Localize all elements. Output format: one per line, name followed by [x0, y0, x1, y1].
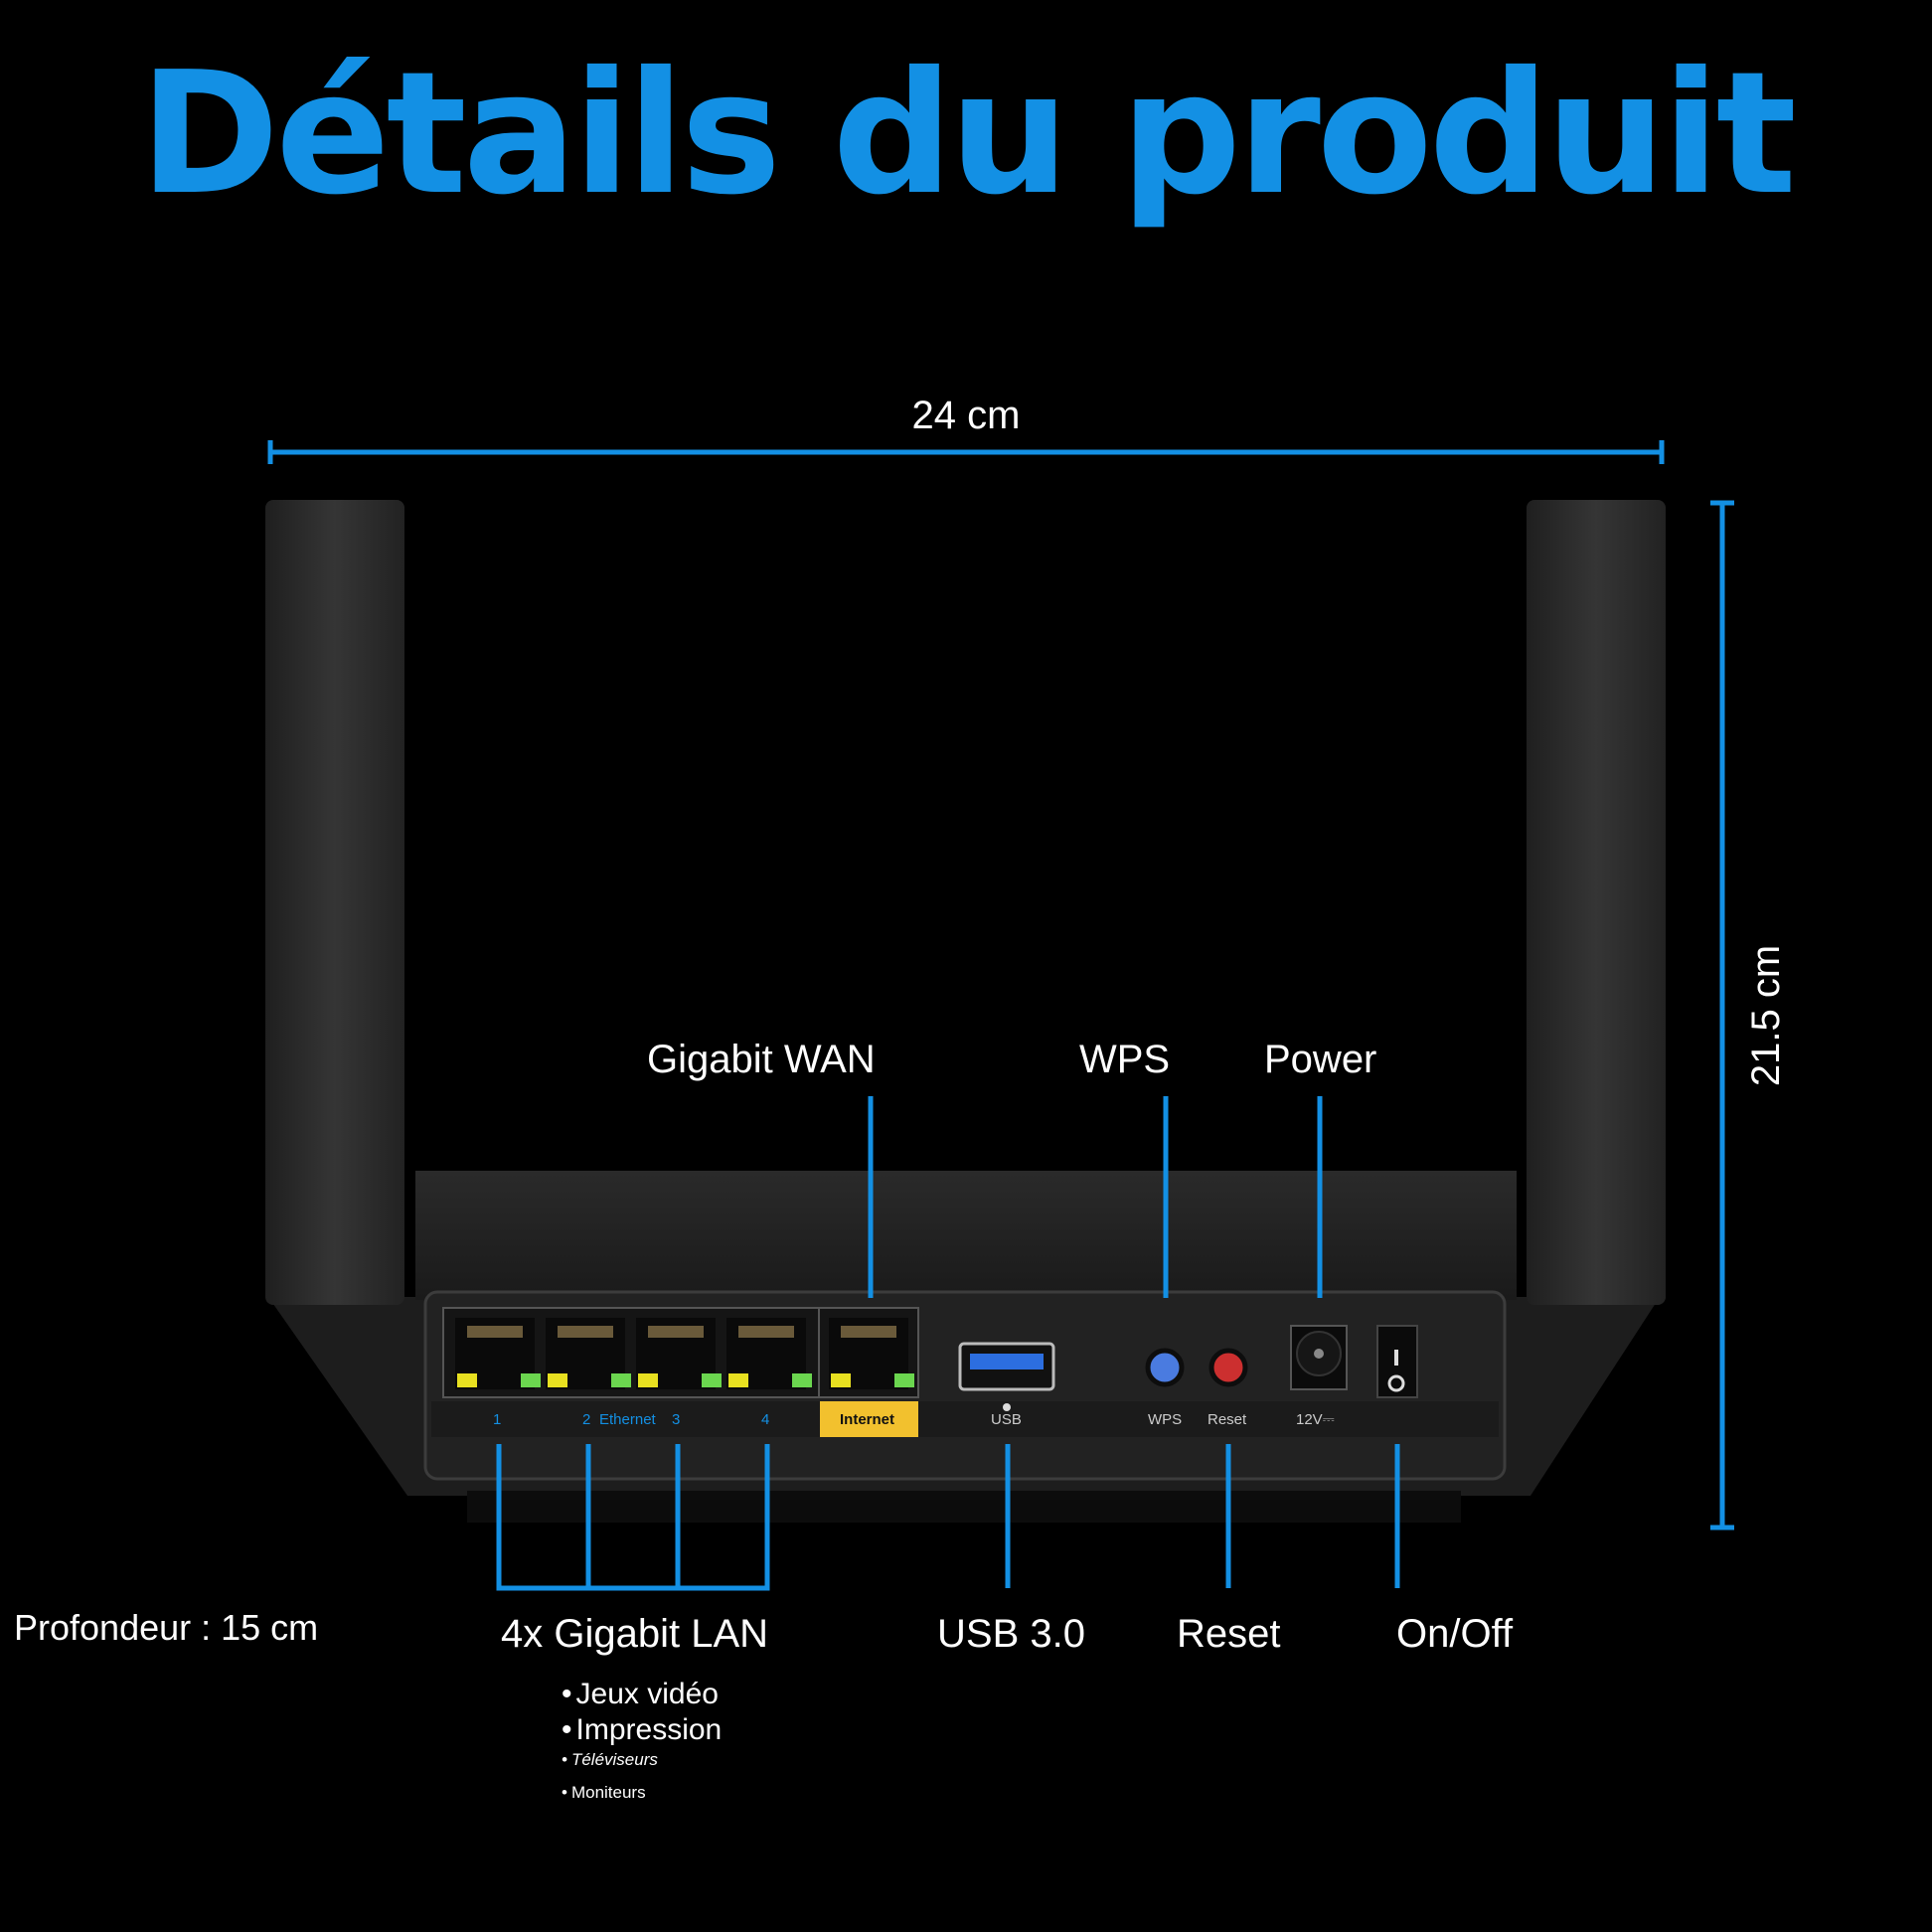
lan-use-item: Jeux vidéo: [562, 1680, 722, 1709]
panel-label-strip: [431, 1401, 1499, 1437]
panel-port-2-label: 2: [582, 1411, 591, 1428]
lan-uses-list: Jeux vidéo Impression Téléviseurs Monite…: [562, 1680, 723, 1802]
depth-label: Profondeur : 15 cm: [14, 1607, 319, 1648]
lan-use-item: Impression: [562, 1715, 723, 1745]
onoff-callout: On/Off: [1396, 1612, 1514, 1656]
lan-port-3: [636, 1318, 722, 1389]
lan-bracket-line: [496, 1444, 770, 1591]
reset-button: [1208, 1348, 1248, 1387]
wps-button: [1145, 1348, 1185, 1387]
panel-port-1-label: 1: [493, 1411, 502, 1428]
callout-lines: [496, 1096, 1400, 1591]
reset-callout: Reset: [1177, 1612, 1281, 1656]
height-dimension-line: [1710, 500, 1734, 1530]
lan-use-item: Moniteurs: [562, 1784, 722, 1801]
power-jack: [1290, 1325, 1348, 1390]
wan-port: [818, 1307, 919, 1398]
lan-port-4: [726, 1318, 812, 1389]
width-label: 24 cm: [911, 394, 1021, 437]
panel-usb-label: USB: [991, 1411, 1022, 1428]
lan-port-block: [442, 1307, 820, 1398]
wps-callout: WPS: [1079, 1038, 1171, 1081]
width-dimension-line: [267, 440, 1665, 464]
router-feet: [467, 1491, 1461, 1523]
panel-ethernet-label: Ethernet: [599, 1411, 656, 1428]
panel-power-label: 12V⎓: [1296, 1411, 1335, 1428]
antenna-left: [265, 500, 404, 1305]
lan-callout: 4x Gigabit LAN: [501, 1612, 769, 1656]
power-callout: Power: [1264, 1038, 1377, 1081]
panel-reset-label: Reset: [1208, 1411, 1247, 1428]
lan-port-2: [546, 1318, 631, 1389]
panel-port-3-label: 3: [672, 1411, 681, 1428]
height-label: 21.5 cm: [1744, 944, 1788, 1087]
gigabit-wan-callout: Gigabit WAN: [647, 1038, 876, 1081]
panel-internet-label: Internet: [840, 1411, 895, 1428]
lan-port-1: [455, 1318, 541, 1389]
usb-port: [958, 1342, 1055, 1411]
usb-callout: USB 3.0: [937, 1612, 1085, 1656]
panel-wps-label: WPS: [1148, 1411, 1183, 1428]
power-switch: [1376, 1325, 1418, 1398]
antenna-right: [1527, 500, 1666, 1305]
router-body-top: [415, 1171, 1517, 1300]
internet-tag: [820, 1401, 918, 1437]
lan-use-item: Téléviseurs: [562, 1751, 722, 1768]
panel-port-4-label: 4: [761, 1411, 770, 1428]
page-title: Détails du produit: [139, 36, 1797, 233]
